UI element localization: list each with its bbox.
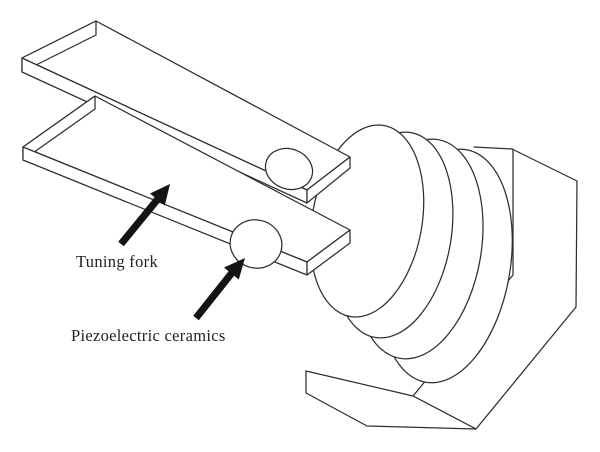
piezo-ceramic-disc-lower [229,219,283,269]
label-tuning-fork: Tuning fork [76,252,158,271]
tuning-fork-upper-prong [21,20,351,204]
arrow-to-tuning-fork [118,184,170,247]
upper-prong-bevel-tip [306,156,351,204]
piezo-ceramic-disc-upper [264,147,314,191]
base-plate [305,370,477,430]
arrow-to-piezoelectric-ceramics [193,258,245,321]
label-piezoelectric-ceramics: Piezoelectric ceramics [71,326,226,345]
lower-prong-bevel-tip [306,229,351,276]
